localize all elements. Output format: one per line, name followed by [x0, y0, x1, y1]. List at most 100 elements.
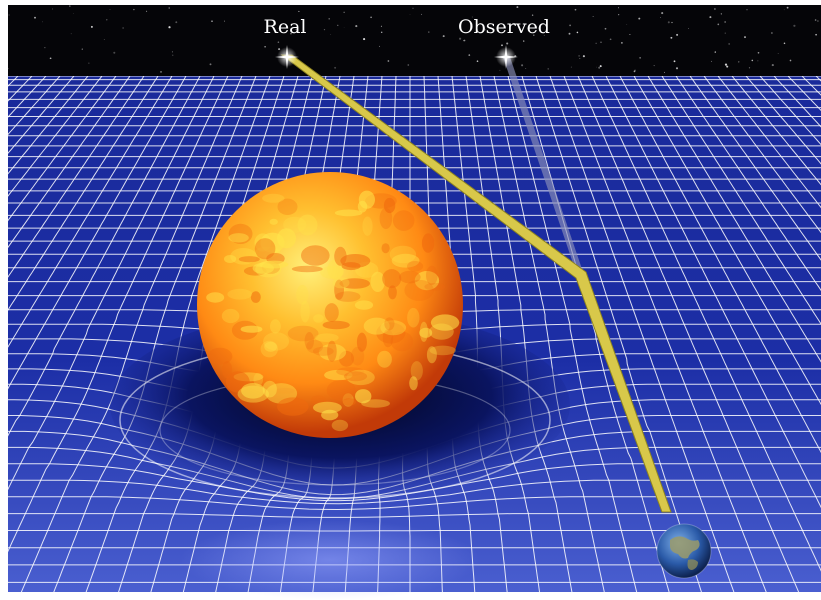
background-star	[600, 41, 602, 43]
sun-granule	[362, 216, 373, 236]
background-star	[49, 57, 52, 60]
background-star	[714, 51, 716, 53]
sun-granule	[391, 253, 420, 268]
background-star	[499, 69, 501, 71]
earth-continent	[670, 536, 700, 559]
sun	[197, 172, 463, 438]
background-star	[172, 54, 174, 56]
background-star	[516, 6, 519, 9]
sun-granule	[354, 300, 374, 310]
background-star	[468, 54, 471, 56]
grid-line	[717, 76, 821, 209]
background-star	[726, 65, 729, 68]
grid-line	[563, 76, 767, 592]
background-star	[783, 9, 785, 11]
background-star	[72, 13, 74, 14]
sun-granule	[381, 243, 390, 254]
background-star	[409, 13, 411, 15]
sun-granule	[363, 317, 390, 335]
sun-granule	[206, 292, 225, 303]
sun-granule	[342, 398, 357, 406]
background-star	[42, 21, 44, 23]
sun-granule	[376, 322, 406, 344]
grid-line	[8, 76, 145, 278]
background-star	[476, 60, 479, 62]
background-star	[633, 70, 636, 73]
background-star	[596, 66, 597, 68]
grid-line	[20, 76, 243, 592]
background-star	[621, 42, 623, 44]
grid-line	[535, 76, 702, 592]
grid-line	[465, 76, 541, 592]
background-star	[109, 9, 111, 10]
background-star	[501, 44, 503, 47]
sun-granule	[263, 332, 290, 351]
sun-granule	[300, 300, 310, 323]
sun-granule	[277, 228, 296, 249]
sun-granule	[318, 343, 347, 361]
sun-granule	[304, 332, 314, 350]
background-star	[533, 34, 535, 37]
background-star	[673, 60, 676, 63]
background-star	[569, 24, 571, 27]
background-star	[379, 45, 381, 47]
sun-granule	[336, 367, 365, 377]
background-star	[717, 23, 720, 26]
sun-granule	[275, 387, 295, 394]
background-star	[777, 53, 779, 55]
background-star	[653, 65, 655, 67]
sun-granule	[409, 376, 418, 391]
background-star	[160, 71, 162, 73]
background-star	[757, 60, 759, 62]
background-star	[711, 60, 713, 62]
background-star	[660, 17, 661, 18]
background-star	[370, 16, 372, 19]
sun-granule	[429, 345, 457, 356]
sun-granule	[228, 233, 249, 243]
background-star	[88, 62, 90, 64]
background-star	[328, 18, 330, 20]
background-star	[380, 31, 383, 34]
sun-granule	[426, 265, 438, 286]
background-star	[133, 8, 135, 11]
background-star	[459, 37, 462, 40]
sun-granule	[355, 389, 372, 404]
grid-line	[731, 76, 821, 186]
sun-granule	[313, 314, 324, 323]
sun-granule	[332, 277, 350, 289]
background-star	[484, 29, 486, 31]
sun-granule	[404, 279, 434, 301]
background-star	[757, 51, 760, 54]
sun-granule	[324, 303, 339, 322]
sun-granule	[287, 325, 319, 342]
background-star	[278, 48, 281, 51]
grid-line	[8, 76, 201, 437]
background-star	[211, 20, 213, 23]
background-star	[113, 51, 116, 54]
sun-granule	[241, 383, 265, 399]
starfield	[7, 5, 819, 73]
sun-granule	[407, 261, 424, 272]
background-star	[617, 7, 620, 9]
background-star	[579, 57, 581, 60]
earth-continent-2	[687, 559, 698, 570]
background-star	[709, 16, 712, 19]
sun-granule	[383, 197, 396, 214]
sun-granule	[296, 284, 309, 305]
background-star	[412, 7, 414, 9]
background-star	[380, 25, 382, 27]
background-star	[290, 33, 292, 35]
sun-granule	[327, 340, 337, 362]
real-label: Real	[264, 16, 307, 38]
sun-granule	[339, 350, 354, 367]
background-star	[506, 42, 509, 45]
background-star	[70, 33, 72, 35]
grid-line	[479, 76, 573, 592]
sun-granule	[339, 278, 371, 289]
grid-line	[8, 76, 131, 249]
background-star	[52, 8, 54, 10]
background-star	[671, 21, 673, 24]
background-star	[724, 63, 728, 66]
sun-surface-texture	[206, 190, 460, 432]
sun-granule	[389, 245, 417, 264]
